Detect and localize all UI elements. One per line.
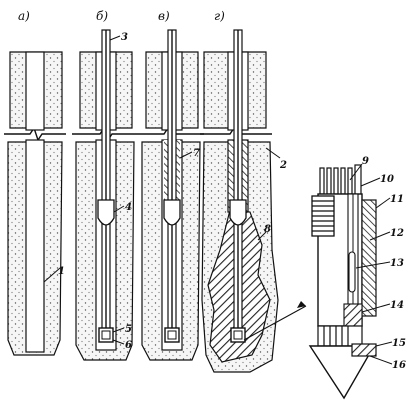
detail-lower-rings	[317, 325, 363, 347]
detail-valve	[351, 343, 377, 357]
panel-a-caption: а)	[18, 9, 30, 23]
panel-v: в) 7	[140, 9, 204, 361]
panel-a: а) 1	[4, 9, 66, 356]
panel-a-borehole-upper	[25, 51, 45, 131]
panel-g-device	[230, 327, 246, 343]
detail-sleeve	[361, 199, 377, 317]
panel-b-caption: б)	[96, 9, 108, 23]
panel-b: б) 3 4 5 6	[72, 9, 140, 361]
callout-1: 1	[58, 266, 65, 277]
detail-seal	[343, 303, 363, 327]
detail-rods	[319, 164, 362, 196]
callout-4: 4	[125, 202, 132, 213]
detail-cone-tip	[308, 345, 376, 400]
callout-5: 5	[125, 324, 132, 335]
panel-v-caption: в)	[158, 9, 170, 23]
panel-g-caption: г)	[214, 9, 225, 23]
callout-9: 9	[362, 156, 369, 167]
callout-6: 6	[125, 340, 132, 351]
callout-2: 2	[279, 160, 287, 171]
panel-g: г) 2 8	[200, 9, 307, 373]
callout-8: 8	[264, 224, 271, 235]
callout-7: 7	[193, 148, 200, 159]
panel-v-device	[164, 327, 180, 343]
callout-14: 14	[390, 300, 404, 311]
callout-10: 10	[380, 174, 394, 185]
callout-3: 3	[121, 32, 128, 43]
detail-view: 9 10 11 12 13 14 15 16	[308, 156, 406, 400]
callout-16: 16	[392, 360, 406, 371]
panel-b-device	[98, 327, 114, 343]
callout-11: 11	[390, 194, 404, 205]
panel-g-packer	[229, 199, 247, 226]
panel-b-packer	[97, 199, 115, 226]
detail-arrow	[243, 305, 307, 341]
detail-slot	[348, 251, 356, 293]
callout-13: 13	[390, 258, 404, 269]
panel-v-packer	[163, 199, 181, 226]
detail-coil	[311, 195, 335, 237]
panel-a-break-line	[4, 126, 66, 142]
callout-15: 15	[392, 338, 406, 349]
callout-12: 12	[390, 228, 404, 239]
panel-a-borehole-lower	[25, 139, 45, 353]
